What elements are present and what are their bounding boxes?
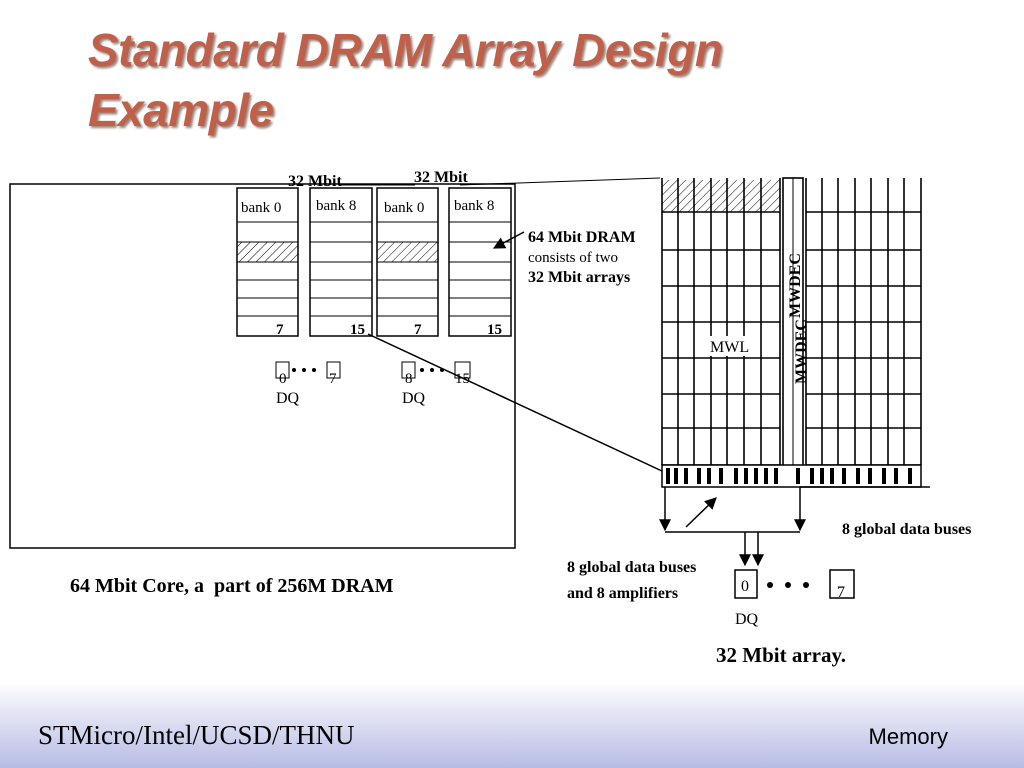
right-dq-last: 7	[837, 584, 845, 601]
left-cell-grid	[661, 178, 781, 466]
right-dq-first: 0	[741, 578, 749, 595]
mwdec-label: MWDEC	[787, 253, 804, 318]
callout-line-2: consists of two	[528, 250, 618, 266]
dq-1-first: 0	[279, 371, 287, 387]
dq-2-last: 15	[455, 371, 470, 387]
right-cell-grid	[805, 178, 922, 466]
bank-label-1: bank 0	[241, 200, 281, 216]
callout-line-1: 64 Mbit DRAM	[528, 229, 636, 246]
bank-block-1	[236, 187, 299, 337]
slide-title-line-2: Example	[88, 84, 274, 136]
right-array-figure: MWDEC MWDEC MWL	[567, 177, 971, 667]
left-caption: 64 Mbit Core, a part of 256M DRAM	[70, 575, 394, 597]
dram-array-diagram: 32 Mbit 32 Mbit	[9, 169, 971, 667]
dq-group-2: 8 15 DQ	[401, 361, 471, 407]
row-label-4: 15	[487, 322, 502, 338]
footer-topic: Memory	[868, 724, 948, 749]
dq-2-first: 8	[405, 371, 413, 387]
bus-amp-label-1: 8 global data buses	[567, 559, 696, 576]
dram-callout: 64 Mbit DRAM consists of two 32 Mbit arr…	[492, 229, 636, 286]
row-label-2: 15	[350, 322, 365, 338]
hatched-row	[662, 180, 780, 212]
dq-1-last: 7	[329, 371, 337, 387]
right-caption: 32 Mbit array.	[716, 643, 846, 667]
right-dq-label: DQ	[735, 611, 759, 628]
core-outline	[9, 183, 516, 549]
array-label-a: 32 Mbit	[288, 173, 342, 190]
bank-label-2: bank 8	[316, 198, 356, 214]
array-label-leader-b	[459, 177, 661, 186]
slide-title-line-1: Standard DRAM Array Design	[88, 24, 723, 76]
bank-block-2	[309, 187, 373, 337]
mwdec-label-2: MWDEC	[793, 319, 810, 384]
dq-1-label: DQ	[276, 390, 300, 407]
bank-label-4: bank 8	[454, 198, 494, 214]
footer-source: STMicro/Intel/UCSD/THNU	[38, 720, 355, 750]
row-label-3: 7	[414, 322, 422, 338]
zoom-connector	[367, 333, 665, 473]
bank-block-3	[376, 187, 439, 337]
slide-title: Standard DRAM Array Design Example	[88, 20, 723, 140]
dq-group-1: 0 7 DQ	[275, 361, 341, 407]
right-dq-group: 0 7 DQ	[734, 569, 855, 628]
global-bus-lines	[659, 486, 930, 567]
bank-label-3: bank 0	[384, 200, 424, 216]
left-core-figure: 32 Mbit 32 Mbit	[9, 169, 661, 597]
global-bus-label: 8 global data buses	[842, 521, 971, 538]
slide-footer: STMicro/Intel/UCSD/THNU Memory	[0, 682, 1024, 768]
array-label-b: 32 Mbit	[414, 169, 468, 186]
sense-amp-strip	[661, 464, 922, 488]
callout-line-3: 32 Mbit arrays	[528, 269, 630, 286]
bank-block-4	[448, 187, 512, 337]
bus-amp-label-2: and 8 amplifiers	[567, 585, 678, 602]
row-label-1: 7	[276, 322, 284, 338]
dq-2-label: DQ	[402, 390, 426, 407]
mwl-label: MWL	[710, 339, 749, 356]
